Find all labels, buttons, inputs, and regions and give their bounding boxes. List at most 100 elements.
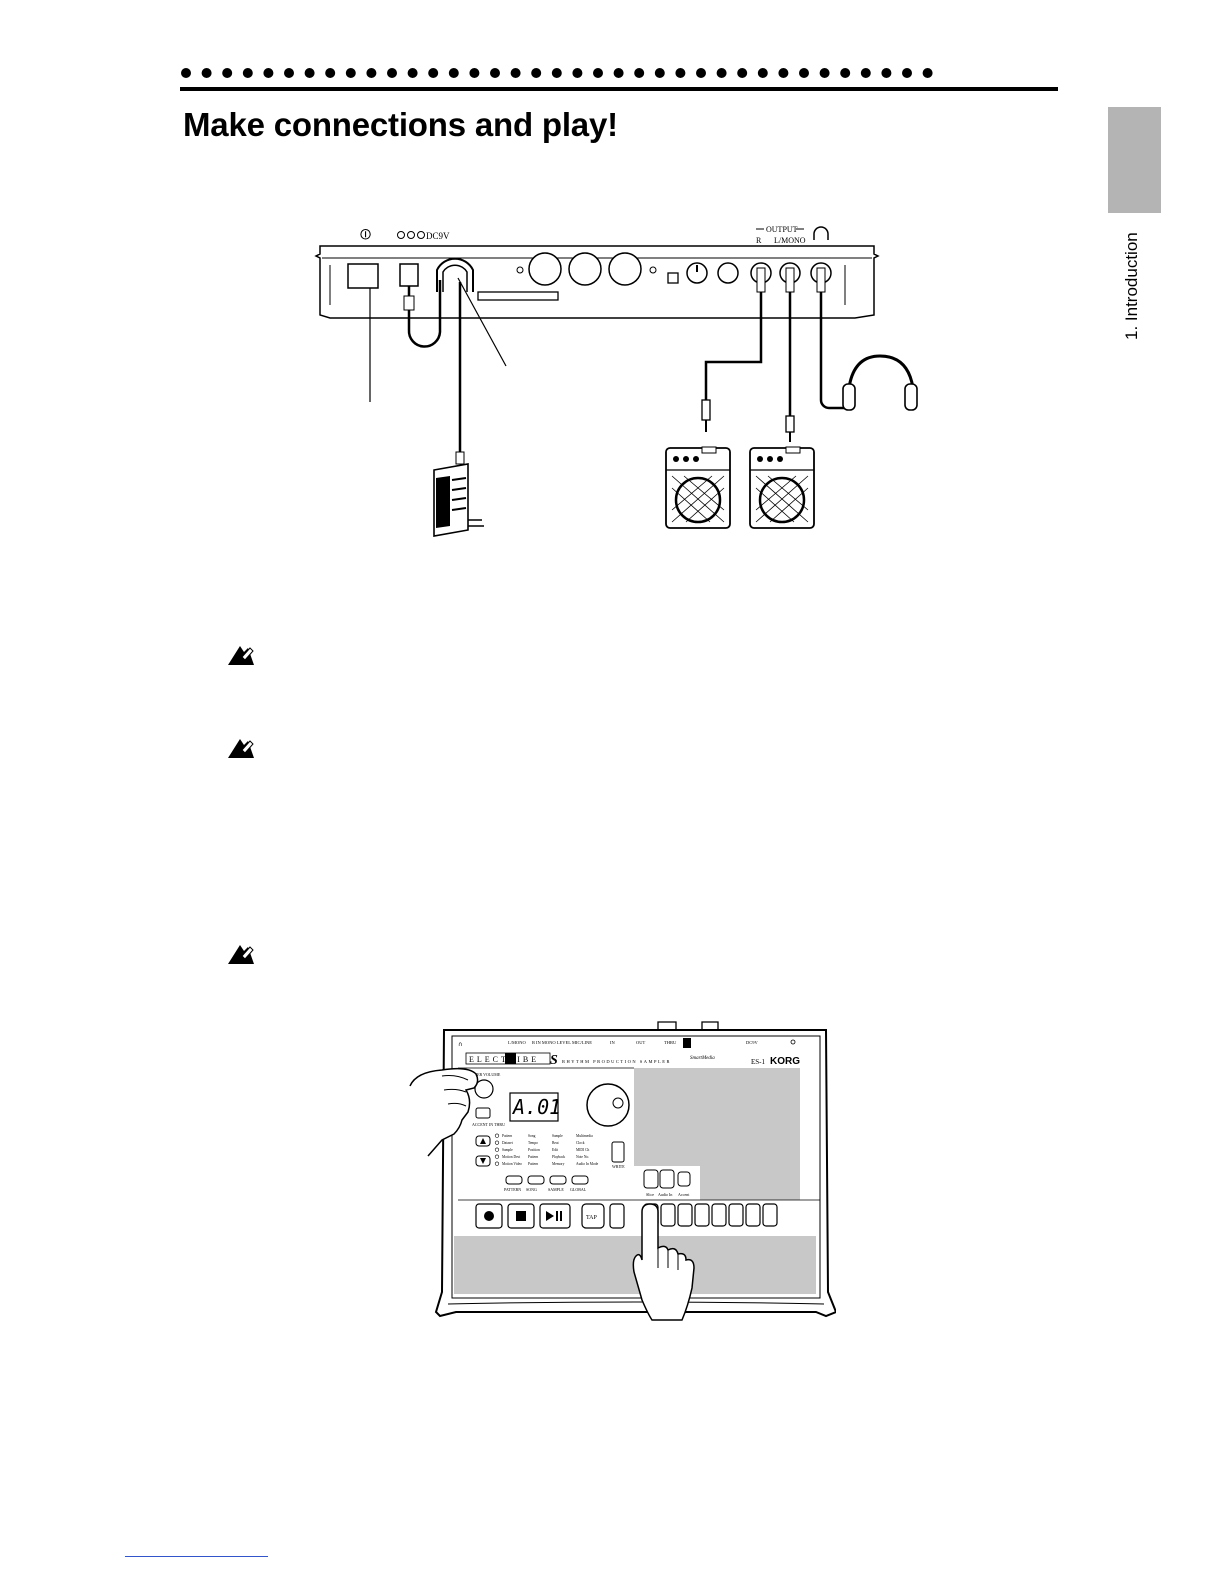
l-amp-plug (785, 415, 795, 442)
menu-item-label: Tempo (528, 1141, 538, 1145)
audio-in-jack (717, 262, 739, 284)
svg-text:Slice: Slice (646, 1192, 654, 1197)
svg-text:ELECTRIBE: ELECTRIBE (469, 1055, 539, 1064)
step-button (677, 1203, 693, 1227)
menu-item-label: Beat (552, 1141, 559, 1145)
power-switch (347, 263, 379, 289)
menu-led (494, 1154, 500, 1159)
header-dot (757, 68, 768, 78)
header-dot (263, 68, 274, 78)
footer-link-underline[interactable] (125, 1556, 268, 1557)
left-hand-icon (409, 1067, 479, 1157)
menu-item-label: Multimedia (576, 1134, 593, 1138)
svg-text:SmartMedia: SmartMedia (690, 1056, 715, 1061)
header-dot (840, 68, 851, 78)
header-dot (490, 68, 500, 78)
rear-panel-body (314, 245, 880, 319)
warning-pen-icon (228, 646, 254, 665)
menu-item-label: Playback (552, 1155, 565, 1159)
svg-text:S: S (550, 1053, 558, 1068)
svg-text:L/MONO: L/MONO (508, 1040, 526, 1045)
step-button (728, 1203, 744, 1227)
midi-thru-port (608, 252, 642, 286)
midi-out-port (568, 252, 602, 286)
header-dot (510, 68, 521, 78)
menu-item-label: MIDI Ch (576, 1148, 589, 1152)
dc-cable (407, 280, 442, 348)
amplifier-r-icon (665, 446, 731, 529)
mode-button-label: SAMPLE (548, 1187, 564, 1192)
svg-text:R: R (532, 1040, 535, 1045)
output-r-jack (750, 262, 772, 293)
svg-text:MASTER VOLUME: MASTER VOLUME (466, 1072, 501, 1077)
header-dot (551, 68, 562, 78)
ac-adapter-icon (433, 451, 484, 537)
header-dot (613, 68, 624, 78)
display-readout: A.01 (511, 1095, 561, 1119)
right-hand-icon (632, 1203, 695, 1321)
svg-text:ES-1: ES-1 (751, 1058, 766, 1066)
svg-text:THRU: THRU (664, 1040, 677, 1045)
header-dot (201, 68, 212, 78)
svg-text:KORG: KORG (770, 1056, 800, 1067)
menu-item-label: Pattern (502, 1134, 512, 1138)
svg-text:Audio In: Audio In (658, 1192, 672, 1197)
header-dot (654, 68, 665, 78)
svg-text:∩: ∩ (458, 1041, 462, 1048)
power-symbol: ⏼ (360, 227, 371, 243)
menu-item-label: Motion Video (502, 1162, 522, 1166)
menu-item-label: Pattern (528, 1155, 538, 1159)
header-dot (531, 68, 542, 78)
menu-led (494, 1161, 500, 1166)
header-dot (428, 68, 439, 78)
menu-item-label: Dataset (502, 1141, 513, 1145)
menu-item-label: Motion Dest (502, 1155, 520, 1159)
header-dot-row (181, 68, 933, 78)
mode-button-label: SONG (526, 1187, 537, 1192)
svg-text:OUT: OUT (636, 1040, 645, 1045)
input-level-knob (686, 262, 708, 284)
svg-text:WRITE: WRITE (612, 1164, 625, 1169)
svg-text:TAP: TAP (586, 1215, 598, 1221)
header-dot (469, 68, 480, 78)
menu-item-label: Audio In Mode (576, 1162, 599, 1166)
smartmedia-slot (477, 291, 559, 301)
dial (586, 1083, 630, 1127)
svg-text:RHYTHM PRODUCTION SAMPLER: RHYTHM PRODUCTION SAMPLER (562, 1059, 671, 1064)
menu-item-label: Memory (552, 1162, 565, 1166)
header-dot (448, 68, 459, 78)
step-button (762, 1203, 778, 1227)
warning-pen-icon (228, 945, 254, 964)
cord-hook-callout (457, 277, 507, 367)
dc-jack (399, 263, 419, 287)
step-button (745, 1203, 761, 1227)
mode-button-pattern (505, 1175, 523, 1185)
midi-in-port (528, 252, 562, 286)
connection-diagram: ⏼ DC9V OUTPUT R L/MONO (314, 225, 918, 537)
header-dot (325, 68, 336, 78)
menu-item-label: Song (528, 1134, 536, 1138)
play-pause-button (539, 1203, 571, 1229)
menu-arrows (475, 1135, 491, 1167)
header-dot (902, 68, 912, 78)
header-dot (345, 68, 356, 78)
header-dot (696, 68, 706, 78)
r-amp-plug (701, 399, 711, 432)
menu-item-label: Clock (576, 1141, 585, 1145)
step-button (694, 1203, 710, 1227)
header-dot (366, 68, 377, 78)
accent-in-thru-button (475, 1107, 491, 1119)
header-dot (304, 68, 315, 78)
warning-pen-icon (228, 739, 254, 758)
header-rule (180, 87, 1058, 91)
headphone-symbol-icon (813, 226, 829, 240)
master-volume-knob (474, 1079, 494, 1099)
cord-hook (436, 257, 474, 292)
menu-item-label: Note No. (576, 1155, 589, 1159)
output-r-label: R (756, 236, 762, 245)
page-title: Make connections and play! (183, 106, 618, 143)
mic-line-switch (667, 272, 679, 284)
svg-text:DC9V: DC9V (746, 1040, 759, 1045)
header-dot (284, 68, 294, 78)
header-dot (922, 68, 933, 78)
